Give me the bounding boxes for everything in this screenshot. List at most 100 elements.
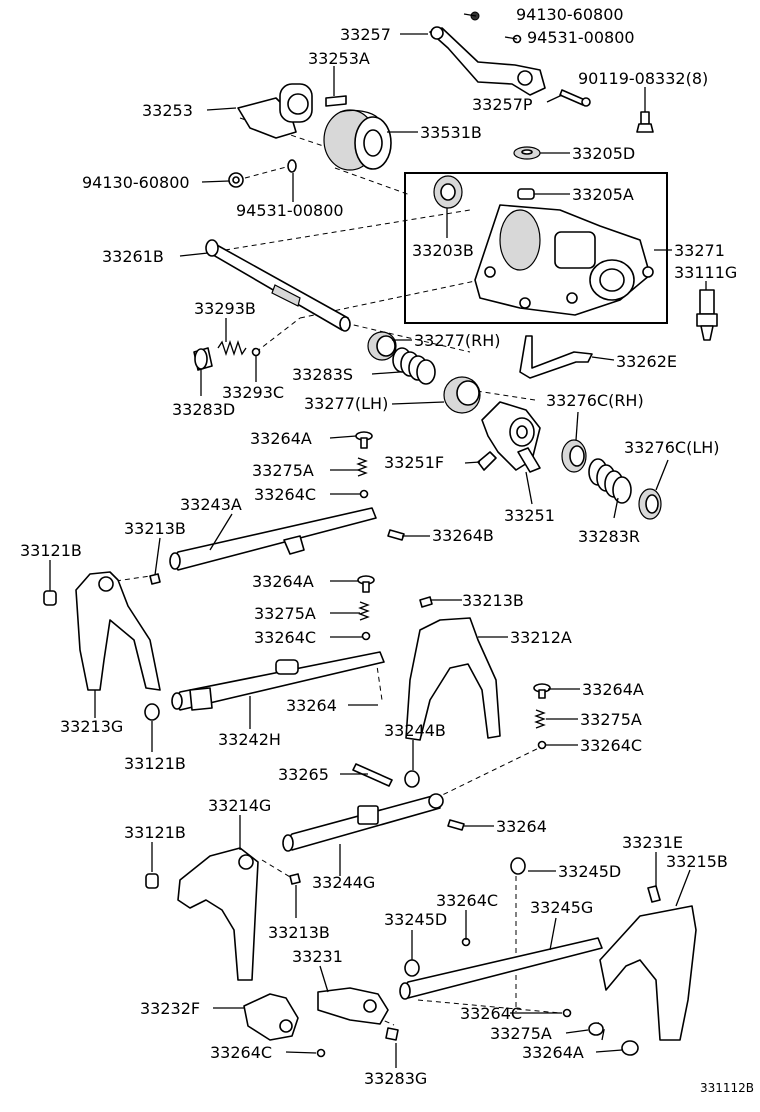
lever-33262e [519, 335, 593, 379]
seal-33203b [433, 175, 463, 209]
bushing-33277-lh [443, 376, 481, 414]
bushing-33531b [323, 109, 392, 171]
fork-shaft-33245g [399, 857, 603, 1000]
part-label: 33253A [308, 49, 370, 68]
bolt-90119 [636, 111, 654, 133]
part-label: 33264 [496, 817, 547, 836]
part-label: 33264C [580, 736, 642, 755]
part-label: 33283D [172, 400, 235, 419]
part-label: 33121B [124, 754, 186, 773]
shift-fork-33212a [405, 596, 501, 741]
part-label: 33262E [616, 352, 677, 371]
part-label: 33264A [250, 429, 312, 448]
part-label: 33264A [582, 680, 644, 699]
part-label: 33232F [140, 999, 200, 1018]
part-label: 33257P [472, 95, 533, 114]
part-label: 33275A [580, 710, 642, 729]
pin-33257p [559, 89, 591, 107]
part-label: 33214G [208, 796, 271, 815]
part-label: 33531B [420, 123, 482, 142]
part-label: 33276C(LH) [624, 438, 720, 457]
part-label: 33265 [278, 765, 329, 784]
figure-reference-code: 331112B [700, 1081, 754, 1095]
spring-33293b [193, 339, 261, 371]
bushing-33277-rh [367, 331, 397, 361]
shift-head-33232f [243, 993, 399, 1058]
part-label: 33245D [384, 910, 447, 929]
shift-fork-33215b [599, 885, 697, 1041]
part-label: 33283S [292, 365, 353, 384]
detent-set-bottom [461, 937, 639, 1056]
part-label: 33261B [102, 247, 164, 266]
part-label: 33231E [622, 833, 683, 852]
part-label: 33264C [254, 485, 316, 504]
part-label: 33251F [384, 453, 444, 472]
part-label: 33213B [124, 519, 186, 538]
part-labels: 94130-60800 33257 94531-00800 33253A 901… [20, 5, 754, 1095]
detent-set-middle [357, 575, 375, 641]
part-label: 33121B [20, 541, 82, 560]
part-label: 33213G [60, 717, 123, 736]
part-label: 90119-08332(8) [578, 69, 708, 88]
shift-fork-33213g [43, 571, 161, 691]
part-label: 94531-00800 [527, 28, 635, 47]
part-label: 33213B [462, 591, 524, 610]
detent-set-upper [355, 431, 373, 499]
part-label: 33121B [124, 823, 186, 842]
part-label: 33245G [530, 898, 593, 917]
housing-group-frame [404, 172, 668, 324]
part-label: 33244B [384, 721, 446, 740]
washers-33205 [513, 146, 541, 200]
part-label: 33293B [194, 299, 256, 318]
leader-lines [49, 13, 707, 1068]
bracket-33253 [237, 83, 347, 139]
part-label: 33283G [364, 1069, 427, 1088]
detent-set-right [533, 683, 551, 750]
part-label: 33271 [674, 241, 725, 260]
part-label: 94130-60800 [82, 173, 190, 192]
part-label: 33293C [222, 383, 284, 402]
part-label: 33264 [286, 696, 337, 715]
part-label: 33213B [268, 923, 330, 942]
spring-33283r [588, 458, 632, 504]
spring-33283s [392, 347, 436, 385]
part-label: 33277(LH) [304, 394, 388, 413]
part-label: 33111G [674, 263, 737, 282]
breather-33111g [696, 289, 718, 341]
part-label: 33264A [252, 572, 314, 591]
part-label: 33203B [412, 241, 474, 260]
fork-shaft-33242h [171, 651, 385, 711]
part-label: 33205A [572, 185, 634, 204]
selector-33251 [477, 401, 541, 473]
part-label: 33251 [504, 506, 555, 525]
part-label: 33283R [578, 527, 640, 546]
part-label: 33264C [254, 628, 316, 647]
part-label: 33264C [460, 1004, 522, 1023]
part-label: 33231 [292, 947, 343, 966]
part-label: 33242H [218, 730, 281, 749]
shift-head-33231 [317, 987, 389, 1025]
shift-housing-33271 [474, 204, 654, 316]
part-label: 33244G [312, 873, 375, 892]
part-label: 33215B [666, 852, 728, 871]
part-label: 33275A [252, 461, 314, 480]
part-label: 33212A [510, 628, 572, 647]
part-label: 33205D [572, 144, 635, 163]
part-label: 33275A [490, 1024, 552, 1043]
part-label: 33277(RH) [414, 331, 501, 350]
part-label: 33276C(RH) [546, 391, 644, 410]
part-label: 33275A [254, 604, 316, 623]
shaft-33261b [205, 239, 351, 332]
part-label: 33264C [210, 1043, 272, 1062]
part-label: 33264C [436, 891, 498, 910]
fork-shaft-33243a [169, 507, 405, 571]
bushing-33276c-lh [638, 488, 662, 520]
part-label: 33264A [522, 1043, 584, 1062]
lever-link-33257 [429, 11, 546, 96]
part-label: 33253 [142, 101, 193, 120]
part-label: 33257 [340, 25, 391, 44]
fork-shaft-33244b [282, 763, 465, 852]
part-label: 33245D [558, 862, 621, 881]
